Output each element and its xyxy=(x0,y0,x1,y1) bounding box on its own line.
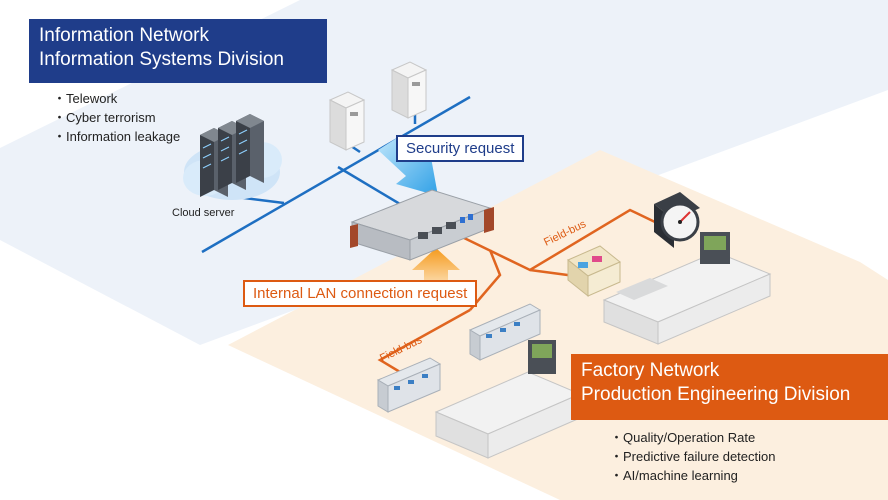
bullet-item: ・Predictive failure detection xyxy=(610,449,776,464)
bullet-item: ・Telework xyxy=(53,91,118,106)
factory-network-title-box: Factory Network Production Engineering D… xyxy=(571,354,888,420)
lan-request-arrow xyxy=(412,248,460,290)
plc-module-icon xyxy=(376,357,442,413)
factory-network-title: Factory Network xyxy=(581,360,720,381)
display-panel-icon xyxy=(567,245,621,298)
information-network-title: Information Network xyxy=(39,25,210,46)
cloud-server-label: Cloud server xyxy=(172,207,235,219)
bullet-item: ・Quality/Operation Rate xyxy=(610,430,756,445)
pc-tower-icon xyxy=(390,61,428,119)
factory-network-bullets: ・Quality/Operation Rate ・Predictive fail… xyxy=(610,428,775,485)
field-bus-lines xyxy=(377,208,656,374)
security-request-label: Security request xyxy=(396,135,525,162)
bullet-item: ・AI/machine learning xyxy=(610,468,738,483)
gauge-meter-icon xyxy=(654,192,700,248)
information-network-region xyxy=(0,0,888,345)
bullet-item: ・Information leakage xyxy=(53,129,181,144)
lan-connection-request-label: Internal LAN connection request xyxy=(243,280,478,307)
production-engineering-division-title: Production Engineering Division xyxy=(581,384,851,405)
edge-gateway-icon xyxy=(350,189,494,261)
information-network-title-box: Information Network Information Systems … xyxy=(29,19,327,83)
production-machine-icon xyxy=(602,232,772,345)
information-systems-division-title: Information Systems Division xyxy=(39,49,284,70)
production-machine-icon xyxy=(434,340,582,459)
bullet-item: ・Cyber terrorism xyxy=(53,110,156,125)
information-network-bullets: ・Telework ・Cyber terrorism ・Information … xyxy=(53,89,180,146)
plc-module-icon xyxy=(468,303,542,361)
cloud-server-icon xyxy=(183,114,282,200)
pc-tower-icon xyxy=(328,91,366,151)
security-request-arrow xyxy=(378,136,438,196)
